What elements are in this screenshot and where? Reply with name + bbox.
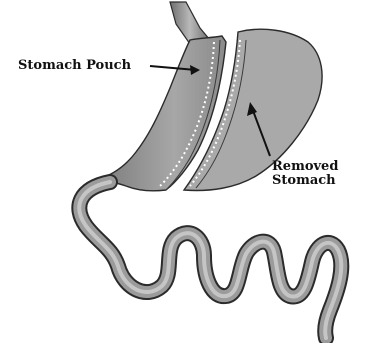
stomach-pouch-label: Stomach Pouch bbox=[18, 59, 131, 73]
removed-stomach-label: Removed Stomach bbox=[272, 160, 338, 187]
removed-label-line1: Removed bbox=[272, 160, 338, 174]
removed-label-line2: Stomach bbox=[272, 174, 338, 188]
